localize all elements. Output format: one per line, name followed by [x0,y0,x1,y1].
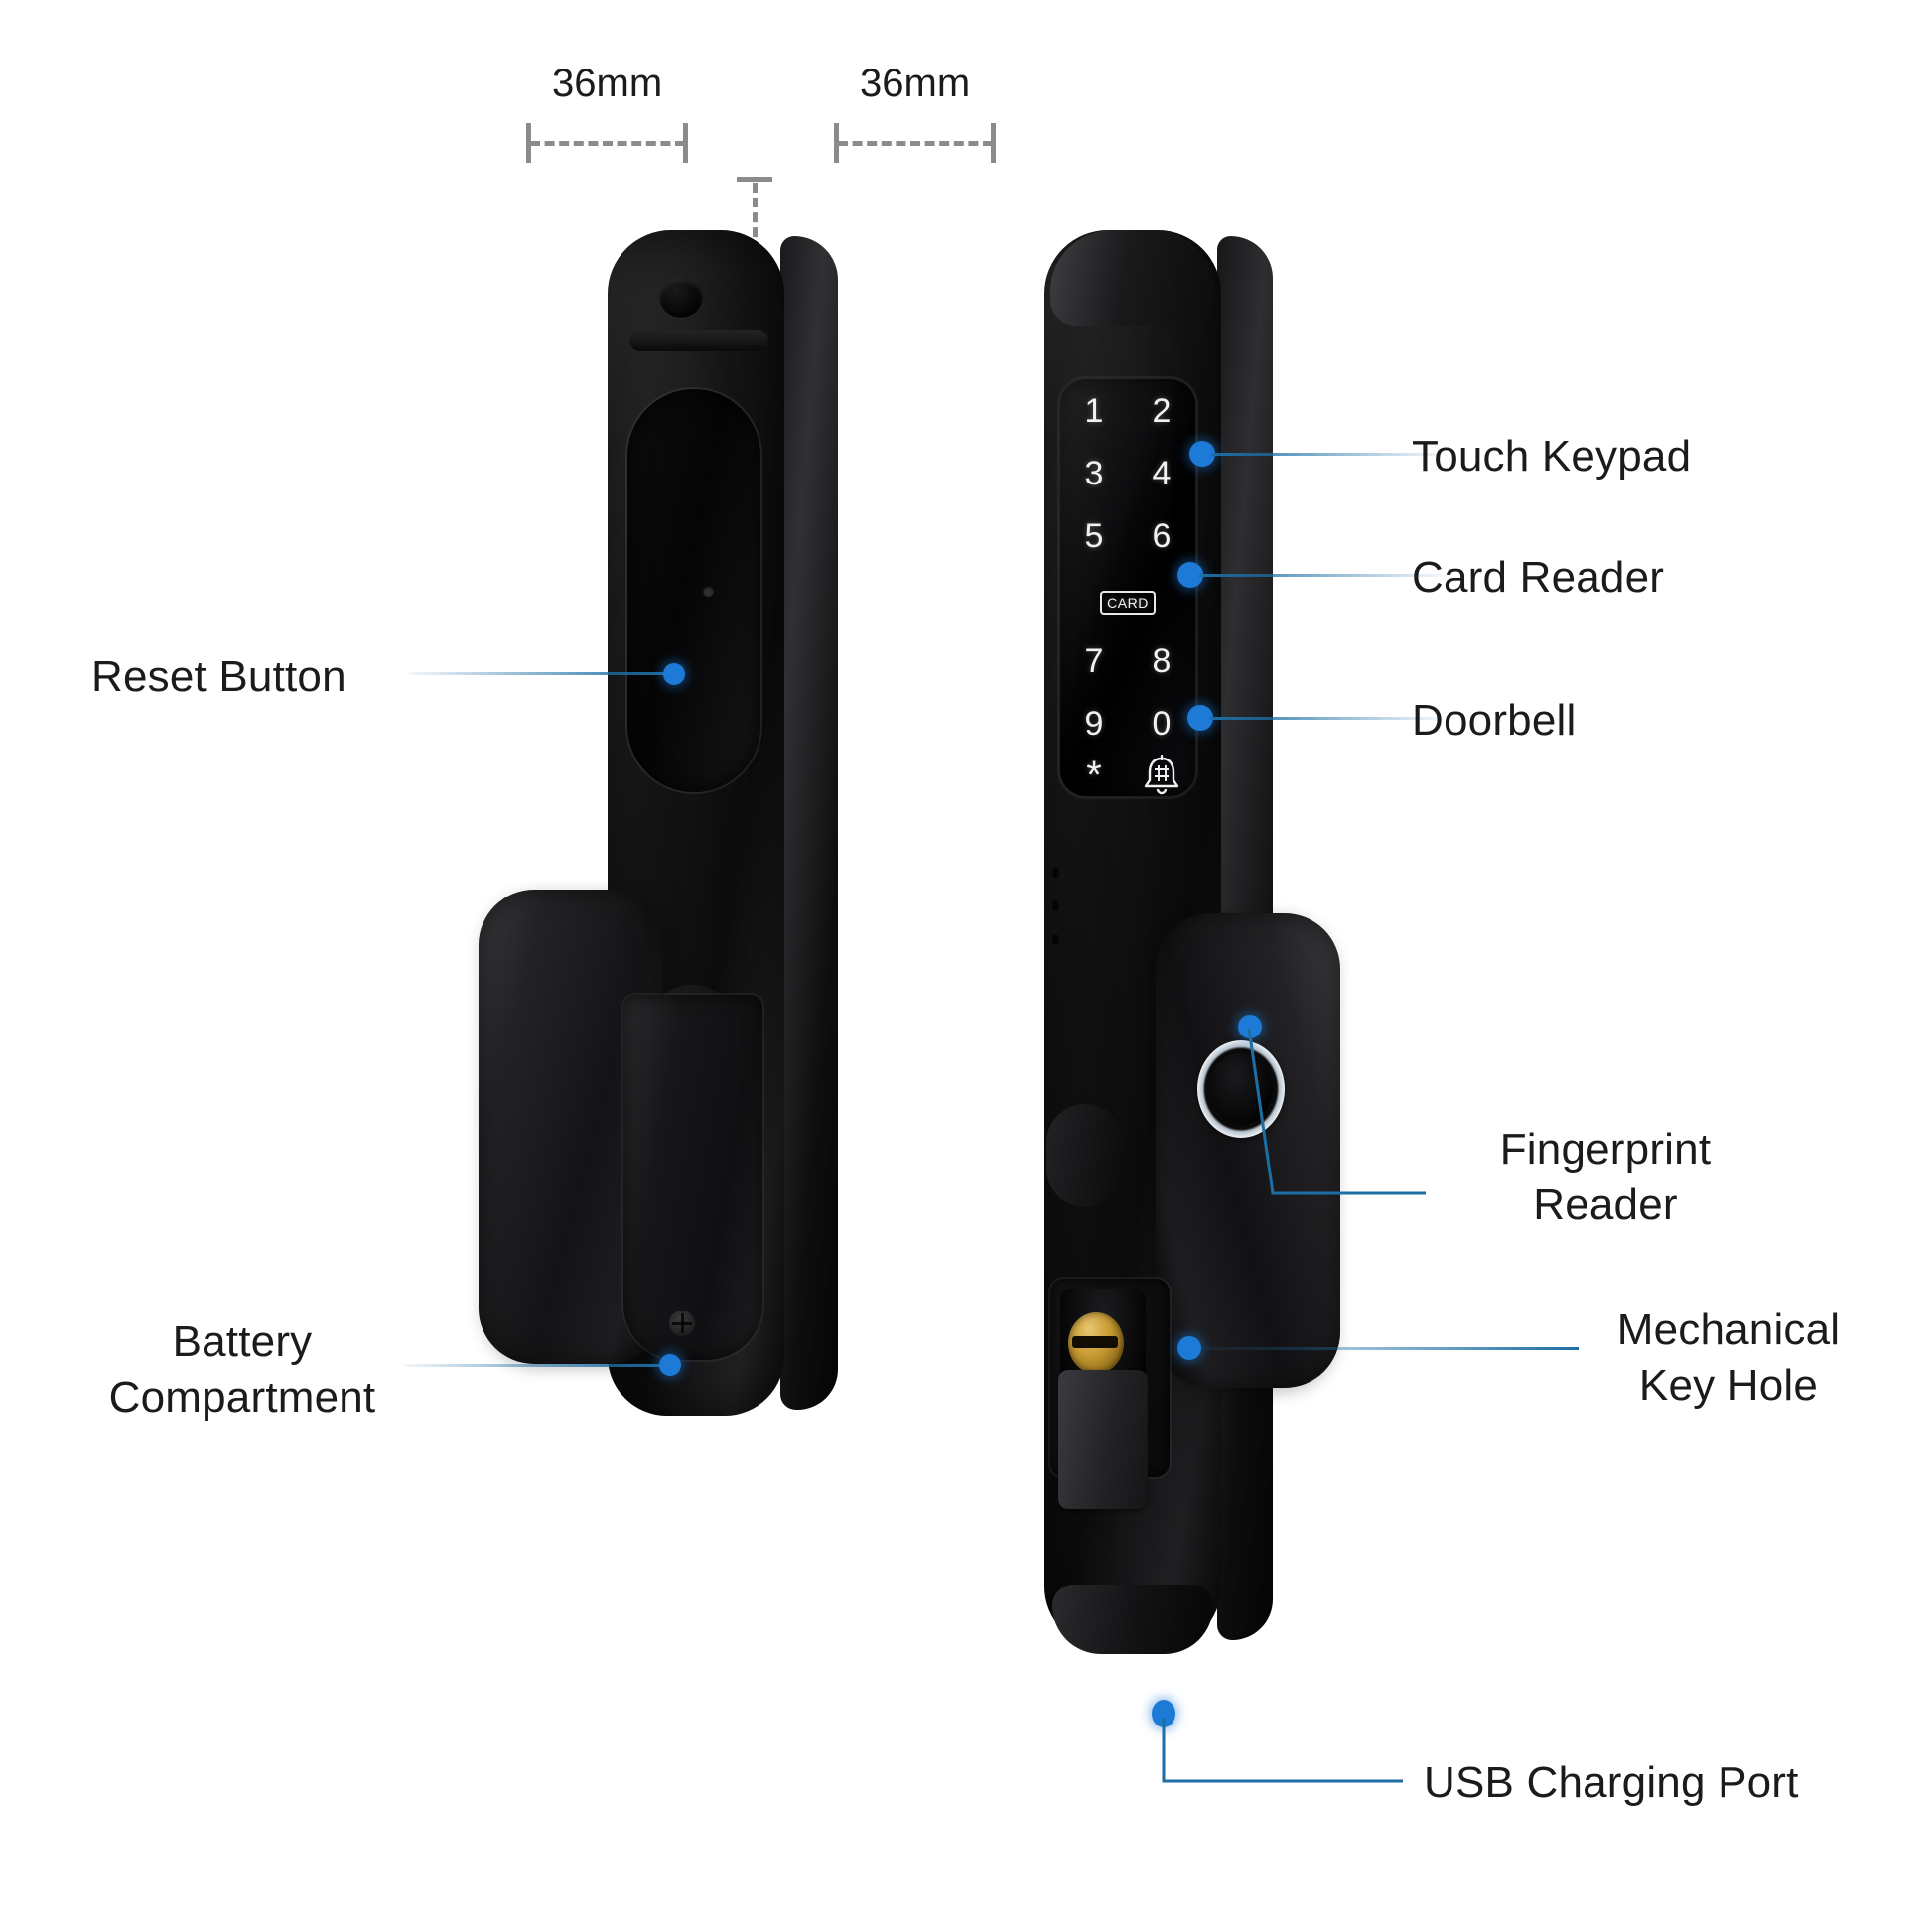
keypad-grid: 1 2 3 4 5 6 CARD 7 8 9 0 * [1060,379,1195,796]
callout-label-reset-button: Reset Button [91,652,346,701]
card-reader-badge-wrap: CARD [1100,580,1156,615]
sensor-hole-icon [659,278,703,318]
leader-line-reset-button [409,672,669,675]
leader-line-card-reader [1199,574,1442,577]
dimension-left-bar [530,141,685,150]
callout-dot-card-reader[interactable] [1177,562,1203,588]
dimension-height-cap-top [737,177,772,182]
key-star[interactable]: * [1086,754,1102,796]
key-1[interactable]: 1 [1084,391,1104,430]
callout-label-mechanical-key-hole: Mechanical Key Hole [1555,1303,1902,1415]
leader-line-usb-charging-port [1162,1718,1403,1783]
callout-label-usb-charging-port: USB Charging Port [1424,1758,1799,1807]
doorbell-bell-icon[interactable] [1142,755,1181,796]
key-7[interactable]: 7 [1084,641,1104,680]
exterior-top-cap [1050,230,1215,326]
dimension-width-right-text: 36mm [860,62,971,105]
key-2[interactable]: 2 [1152,391,1172,430]
key-4[interactable]: 4 [1152,454,1172,492]
key-hole-cover-slider[interactable] [1058,1370,1148,1509]
callout-label-doorbell: Doorbell [1412,696,1577,745]
callout-label-battery-line2: Compartment [108,1373,376,1423]
interior-panel-view [479,230,838,1416]
interior-recessed-window [627,389,760,792]
callout-dot-reset-button[interactable] [663,663,685,685]
callout-label-keyhole-line1: Mechanical [1616,1306,1841,1354]
leader-line-mechanical-key-hole [1197,1347,1579,1350]
exterior-bottom-lip [1052,1585,1213,1654]
panel-ridge [629,330,768,351]
phillips-screw-icon [669,1311,695,1336]
callout-label-battery-compartment: Battery Compartment [87,1314,397,1427]
callout-dot-touch-keypad[interactable] [1189,441,1215,467]
speaker-grille-icon [1052,866,1059,967]
dimension-left-cap-end [683,123,688,163]
dimension-left-cap-start [526,123,531,163]
key-8[interactable]: 8 [1152,641,1172,680]
mechanical-key-hole-slot [1072,1336,1118,1348]
key-5[interactable]: 5 [1084,516,1104,555]
leader-line-doorbell [1209,717,1442,720]
key-0[interactable]: 0 [1152,704,1172,743]
exterior-handle[interactable] [1156,913,1340,1388]
callout-label-fingerprint-line1: Fingerprint [1499,1125,1712,1173]
callout-label-fingerprint-line2: Reader [1533,1180,1678,1230]
key-6[interactable]: 6 [1152,516,1172,555]
key-3[interactable]: 3 [1084,454,1104,492]
callout-label-card-reader: Card Reader [1412,553,1665,602]
callout-dot-doorbell[interactable] [1187,705,1213,731]
leader-line-battery-compartment [403,1364,665,1367]
leader-line-touch-keypad [1211,453,1440,456]
dimension-width-left-text: 36mm [552,62,663,105]
callout-label-touch-keypad: Touch Keypad [1412,432,1692,481]
callout-dot-battery-compartment[interactable] [659,1354,681,1376]
exterior-panel-view: 1 2 3 4 5 6 CARD 7 8 9 0 * [1044,230,1340,1654]
battery-compartment-cover[interactable] [623,995,762,1360]
touch-keypad[interactable]: 1 2 3 4 5 6 CARD 7 8 9 0 * [1060,379,1195,796]
reset-button-pinhole[interactable] [703,586,714,597]
key-9[interactable]: 9 [1084,704,1104,743]
dimension-right-cap-end [991,123,996,163]
dimension-right-bar [838,141,993,150]
callout-label-fingerprint-reader: Fingerprint Reader [1442,1122,1769,1234]
fingerprint-reader[interactable] [1197,1040,1285,1138]
interior-panel-side-face [780,236,838,1411]
callout-label-keyhole-line2: Key Hole [1638,1361,1819,1411]
dimension-right-cap-start [834,123,839,163]
card-reader-badge[interactable]: CARD [1100,590,1156,615]
callout-label-battery-line1: Battery [172,1317,313,1366]
leader-line-fingerprint-reader [1247,1028,1426,1195]
exterior-handle-neck [1046,1104,1124,1207]
